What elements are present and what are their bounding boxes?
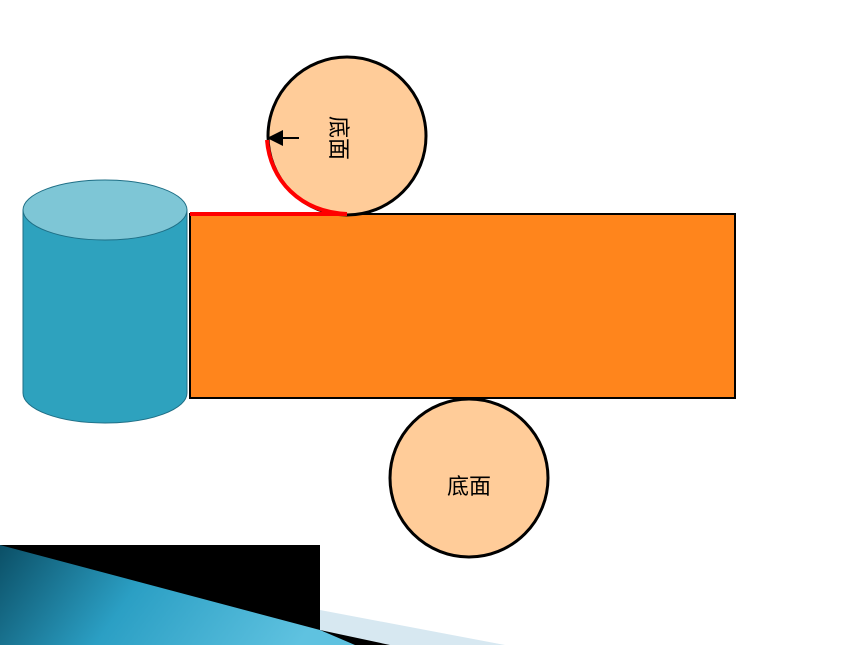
lateral-surface-rectangle xyxy=(189,213,736,399)
bottom-base-circle: 底面 xyxy=(388,397,550,559)
slide-decoration xyxy=(0,545,505,645)
highlighted-circumference-arc xyxy=(265,139,348,216)
top-base-circle: 底面 xyxy=(266,55,428,217)
top-base-label: 底面 xyxy=(325,116,350,160)
decoration-blue-wedge xyxy=(0,545,355,645)
bottom-base-label: 底面 xyxy=(447,475,491,500)
cylinder-side xyxy=(22,209,188,424)
cylinder-top xyxy=(22,179,188,241)
decoration-light-band xyxy=(320,610,505,645)
cylinder xyxy=(22,179,188,424)
